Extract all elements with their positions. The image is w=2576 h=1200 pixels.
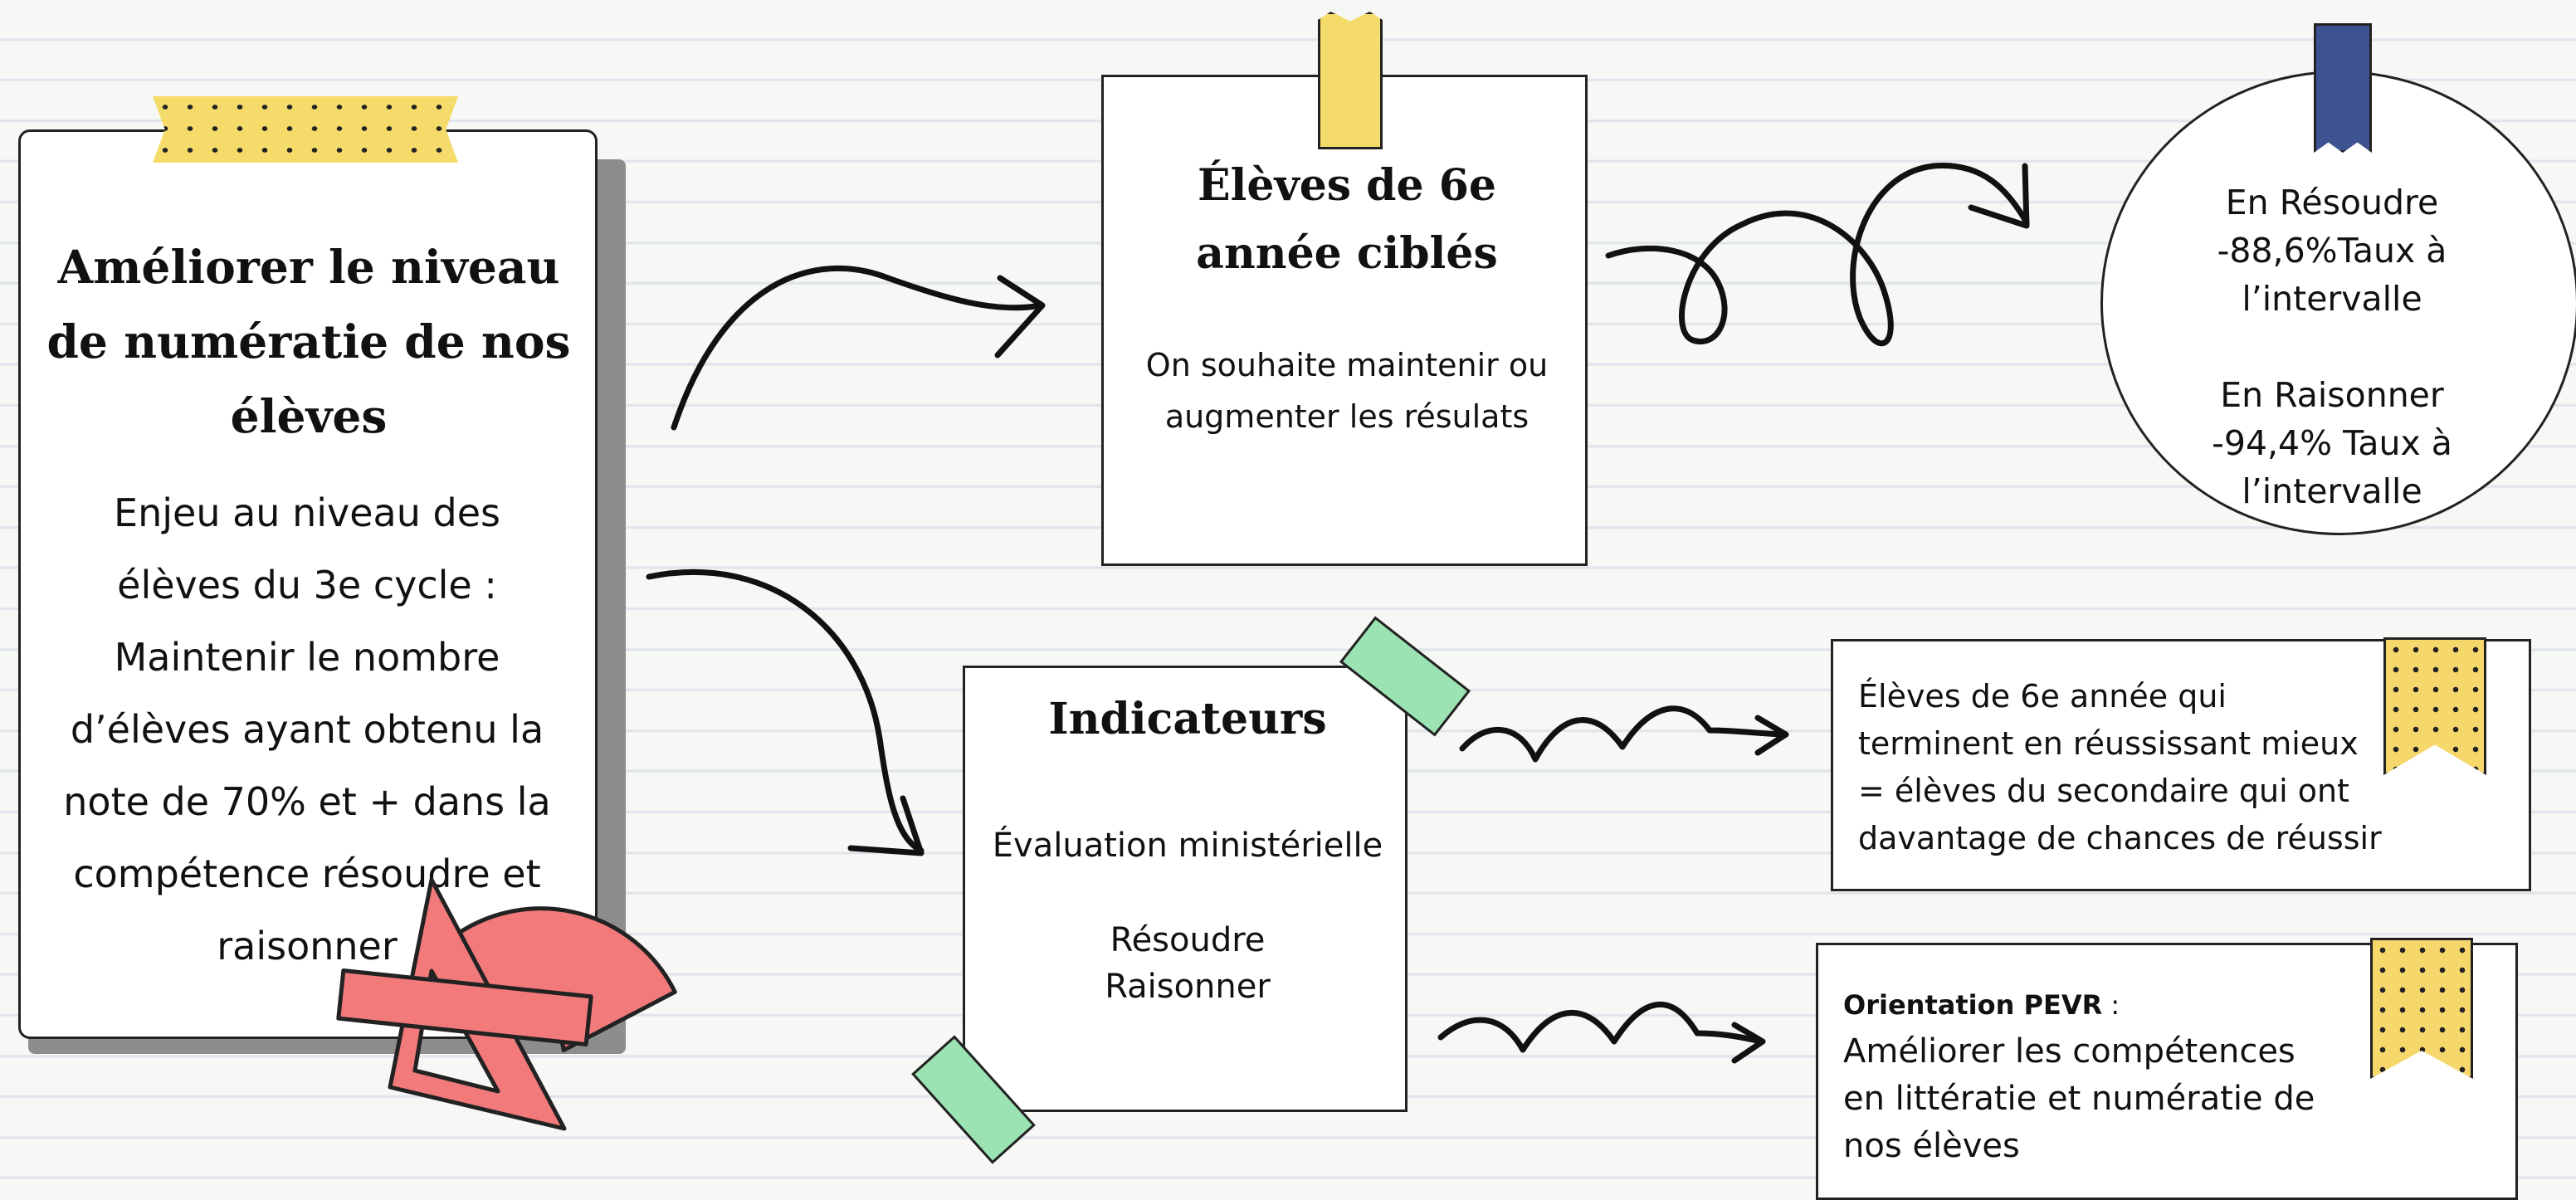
indicators-resoudre: Résoudre [1110, 921, 1266, 959]
targeted-students-card: Élèves de 6e année ciblés On souhaite ma… [1101, 75, 1588, 566]
indicators-raisonner: Raisonner [1105, 968, 1271, 1006]
arrow-loops-to-results [1605, 163, 2030, 347]
yellow-tape [1318, 12, 1383, 149]
pevr-text: Améliorer les compétences en littératie … [1843, 1032, 2315, 1165]
success-note-text: Élèves de 6e année qui terminent en réus… [1858, 678, 2382, 856]
indicators-evaluation: Évaluation ministérielle [992, 827, 1383, 865]
pevr-heading: Orientation PEVR : [1843, 987, 2120, 1023]
result-raisonner-label: En Raisonner [2220, 375, 2444, 415]
main-card: Améliorer le niveau de numératie de nos … [18, 129, 598, 1039]
main-card-title: Améliorer le niveau de numératie de nos … [46, 240, 571, 443]
wavy-arrow-to-pevr [1437, 1001, 1764, 1053]
wavy-arrow-pevr-head [1731, 1022, 1766, 1064]
wavy-arrow-success-head [1754, 715, 1789, 756]
ruler-icon [336, 968, 593, 1047]
results-circle-text: En Résoudre -88,6%Taux à l’intervalle En… [2125, 178, 2539, 515]
arrow-to-targeted [671, 265, 1045, 431]
pevr-separator: : [2102, 989, 2120, 1021]
targeted-card-title: Élèves de 6e année ciblés [1196, 160, 1498, 279]
navy-bookmark [2314, 23, 2372, 153]
wavy-arrow-to-success [1459, 705, 1788, 763]
result-resoudre-label: En Résoudre [2225, 183, 2439, 222]
arrow-loops-head [1968, 163, 2030, 229]
result-resoudre-value: -88,6%Taux à l’intervalle [2217, 231, 2447, 319]
arrow-to-targeted-head [994, 275, 1046, 359]
pevr-label: Orientation PEVR [1843, 989, 2103, 1021]
indicators-card: Indicateurs Évaluation ministérielle Rés… [963, 666, 1408, 1112]
yellow-dotted-tape [153, 96, 458, 163]
result-raisonner-value: -94,4% Taux à l’intervalle [2212, 423, 2452, 511]
arrow-to-indicators [646, 569, 925, 854]
arrow-to-indicators-head [847, 795, 925, 856]
indicators-card-title: Indicateurs [1048, 694, 1327, 744]
targeted-card-body: On souhaite maintenir ou augmenter les r… [1145, 347, 1549, 435]
main-card-body: Enjeu au niveau des élèves du 3e cycle :… [63, 490, 551, 968]
